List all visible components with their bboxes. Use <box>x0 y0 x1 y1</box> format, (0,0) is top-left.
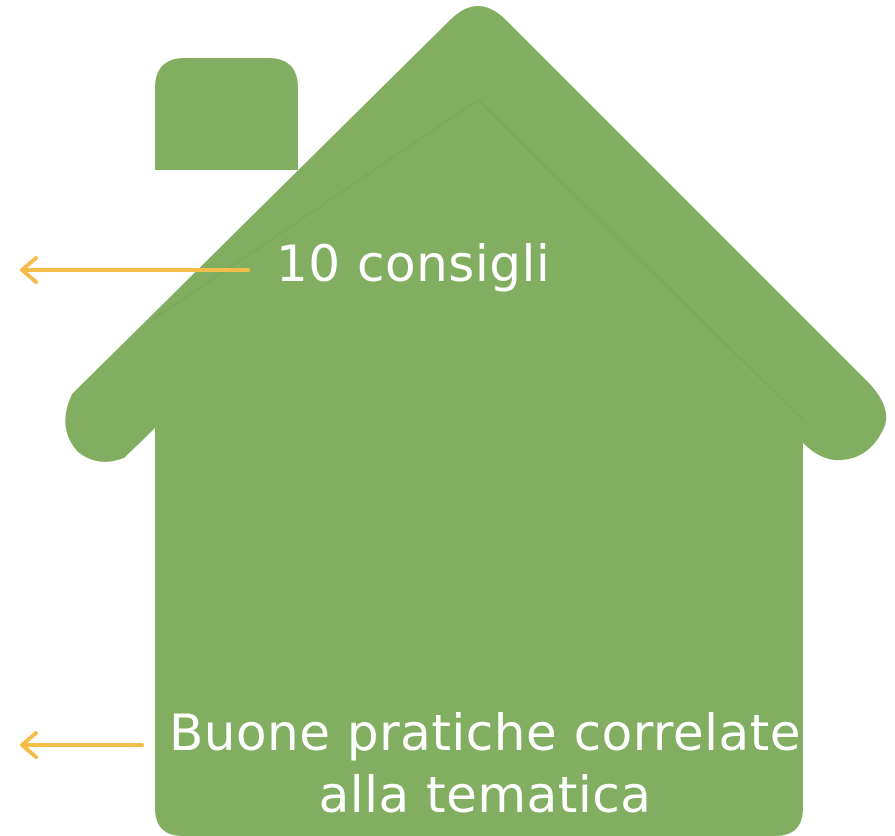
roof-edge-line <box>154 98 804 421</box>
chimney-shape <box>155 58 298 170</box>
arrow-left-icon <box>20 731 144 759</box>
house-body-shape <box>65 6 887 836</box>
label-consigli: 10 consigli <box>276 235 551 293</box>
arrow-left-icon <box>20 256 250 284</box>
house-icon <box>65 6 887 836</box>
label-buone-pratiche: Buone pratiche correlate alla tematica <box>168 704 802 824</box>
